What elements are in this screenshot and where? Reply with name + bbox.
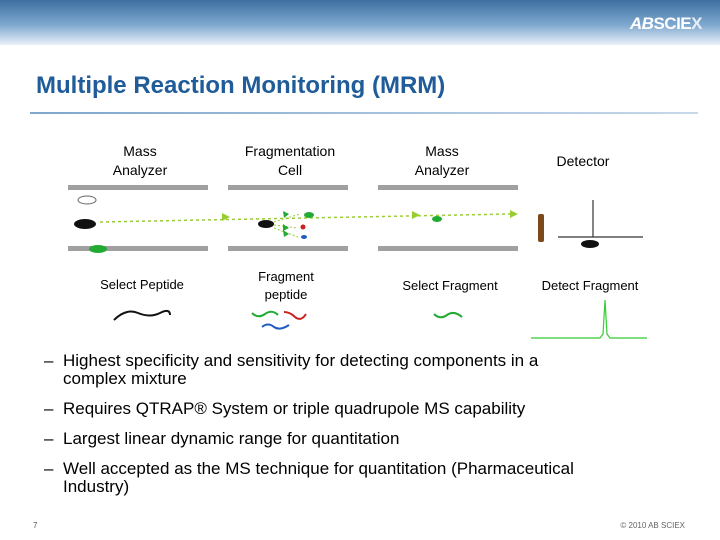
- column-label-line: Cell: [277, 162, 303, 178]
- fragment-arrow: [283, 224, 289, 231]
- bullet-line: Requires QTRAP® System or triple quadrup…: [63, 399, 526, 418]
- bullet-marker: –: [44, 399, 54, 418]
- caption-line: Detect Fragment: [541, 278, 639, 293]
- bullet-item: – Highest specificity and sensitivity fo…: [44, 352, 684, 388]
- column-label-line: Detector: [556, 153, 610, 169]
- bullet-marker: –: [44, 459, 54, 478]
- header-band: [0, 0, 720, 45]
- caption-select-peptide: Select Peptide: [82, 276, 202, 294]
- bullet-line: Well accepted as the MS technique for qu…: [63, 459, 574, 478]
- detector-ion: [581, 240, 599, 248]
- fragment-blue: [301, 235, 307, 239]
- caption-fragment-peptide: Fragment peptide: [236, 268, 336, 304]
- selected-fragment-squiggle: [433, 311, 463, 319]
- caption-line: Select Fragment: [402, 278, 498, 293]
- caption-select-fragment: Select Fragment: [380, 277, 520, 295]
- column-label-mass-analyzer-1: Mass Analyzer: [90, 142, 190, 180]
- caption-line: Select Peptide: [100, 277, 184, 292]
- caption-line: Fragment: [258, 269, 314, 284]
- fragment-arrow: [283, 230, 289, 237]
- ion-green-rejected: [89, 245, 107, 253]
- fragment-arrow: [283, 211, 289, 218]
- bullet-marker: –: [44, 429, 54, 448]
- q1-top-rail: [68, 185, 208, 190]
- bullet-line: Industry): [63, 477, 130, 496]
- bullet-line: Highest specificity and sensitivity for …: [63, 351, 539, 370]
- fragment-squiggle-red: [283, 311, 307, 320]
- q2-top-rail: [228, 185, 348, 190]
- column-label-line: Analyzer: [414, 162, 470, 178]
- arrow-3: [510, 210, 518, 218]
- logo-x: X: [691, 14, 702, 33]
- copyright-notice: © 2010 AB SCIEX: [620, 521, 685, 530]
- column-label-line: Mass: [123, 143, 157, 159]
- column-label-detector: Detector: [533, 152, 633, 171]
- fragment-squiggle-blue: [261, 323, 290, 330]
- fragment-green: [304, 212, 314, 218]
- logo-sciex: SCIE: [653, 14, 692, 33]
- page-number: 7: [33, 521, 38, 530]
- title-rule: [30, 112, 698, 114]
- q3-bottom-rail: [378, 246, 518, 251]
- logo-ab: AB: [629, 14, 654, 33]
- column-label-mass-analyzer-2: Mass Analyzer: [392, 142, 492, 180]
- ion-selected-fragment: [432, 216, 442, 222]
- fragment-path: [273, 213, 301, 223]
- bullet-item: – Well accepted as the MS technique for …: [44, 460, 684, 496]
- arrow-1: [222, 213, 230, 221]
- bullet-line: complex mixture: [63, 369, 187, 388]
- column-label-fragmentation-cell: Fragmentation Cell: [220, 142, 360, 180]
- slide-title: Multiple Reaction Monitoring (MRM): [36, 72, 446, 99]
- q1-bottom-rail: [68, 246, 208, 251]
- bullet-list: – Highest specificity and sensitivity fo…: [44, 352, 684, 508]
- fragment-red: [300, 224, 306, 230]
- bullet-line: Largest linear dynamic range for quantit…: [63, 429, 400, 448]
- peptide-squiggle: [113, 309, 171, 321]
- ion-path-dotted: [99, 213, 511, 223]
- arrow-2: [412, 211, 420, 219]
- fragment-squiggle-green: [251, 310, 279, 318]
- bullet-item: – Requires QTRAP® System or triple quadr…: [44, 400, 684, 418]
- q2-bottom-rail: [228, 246, 348, 251]
- ion-grey: [77, 195, 97, 205]
- column-label-line: Mass: [425, 143, 459, 159]
- bullet-item: – Largest linear dynamic range for quant…: [44, 430, 684, 448]
- column-label-line: Analyzer: [112, 162, 168, 178]
- column-label-line: Fragmentation: [244, 143, 336, 159]
- caption-line: peptide: [264, 287, 308, 302]
- ion-precursor: [258, 220, 274, 228]
- ab-sciex-logo: ABSCIEX: [629, 14, 703, 34]
- detected-peak: [531, 299, 647, 339]
- ion-selected-peptide: [74, 219, 96, 229]
- detector-plate: [538, 214, 544, 242]
- caption-detect-fragment: Detect Fragment: [520, 277, 660, 295]
- q3-top-rail: [378, 185, 518, 190]
- bullet-marker: –: [44, 351, 54, 370]
